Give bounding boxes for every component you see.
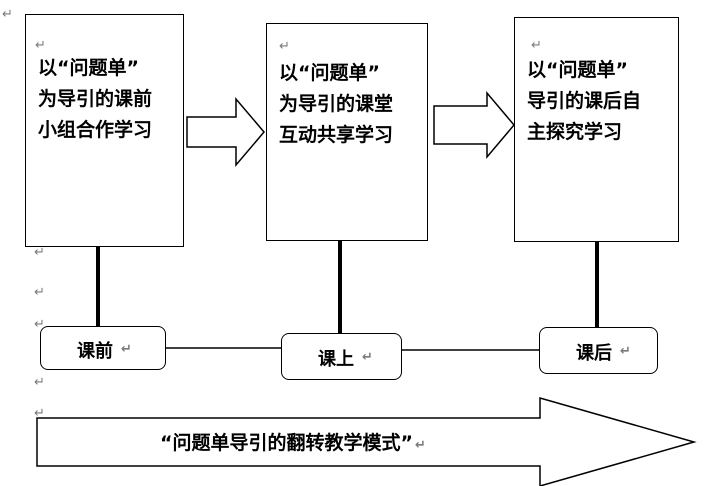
paragraph-mark-icon: ↵	[362, 350, 373, 365]
paragraph-mark-icon: ↵	[279, 39, 290, 54]
paragraph-mark-icon: ↵	[34, 285, 45, 300]
stage-pill-1-label: 课前	[77, 341, 113, 362]
paragraph-mark-icon: ↵	[414, 438, 426, 453]
paragraph-mark-icon: ↵	[34, 245, 45, 260]
stage-box-1: ↵ 以“问题单” 为导引的课前 小组合作学习	[25, 14, 184, 247]
stage-pill-3: 课后 ↵	[539, 327, 658, 374]
flow-arrow-1	[186, 96, 265, 168]
paragraph-mark-icon: ↵	[34, 317, 45, 332]
flow-arrow-2	[433, 90, 515, 160]
paragraph-mark-icon: ↵	[620, 344, 631, 359]
banner-title: “问题单导引的翻转教学模式”↵	[160, 428, 426, 455]
paragraph-mark-icon: ↵	[121, 342, 132, 357]
paragraph-mark-icon: ↵	[35, 38, 46, 53]
paragraph-mark-icon: ↵	[531, 38, 542, 53]
paragraph-mark-icon: ↵	[34, 406, 45, 421]
stage-pill-1: 课前 ↵	[40, 326, 166, 370]
stage-box-2-text: 以“问题单” 为导引的课堂 互动共享学习	[279, 62, 394, 146]
stage-box-3: ↵ 以“问题单” 导引的课后自 主探究学习	[514, 17, 679, 242]
banner-title-text: “问题单导引的翻转教学模式”	[160, 432, 413, 454]
stage-box-2: ↵ 以“问题单” 为导引的课堂 互动共享学习	[266, 23, 428, 241]
stage-box-1-text: 以“问题单” 为导引的课前 小组合作学习	[38, 57, 153, 141]
stage-box-3-text: 以“问题单” 导引的课后自 主探究学习	[527, 59, 642, 143]
stage-pill-3-label: 课后	[576, 343, 612, 364]
stage-pill-2: 课上 ↵	[281, 333, 402, 380]
banner-arrow	[36, 397, 697, 486]
paragraph-mark-icon: ↵	[34, 375, 45, 390]
paragraph-mark-icon: ↵	[2, 7, 13, 22]
stage-pill-2-label: 课上	[318, 349, 354, 370]
